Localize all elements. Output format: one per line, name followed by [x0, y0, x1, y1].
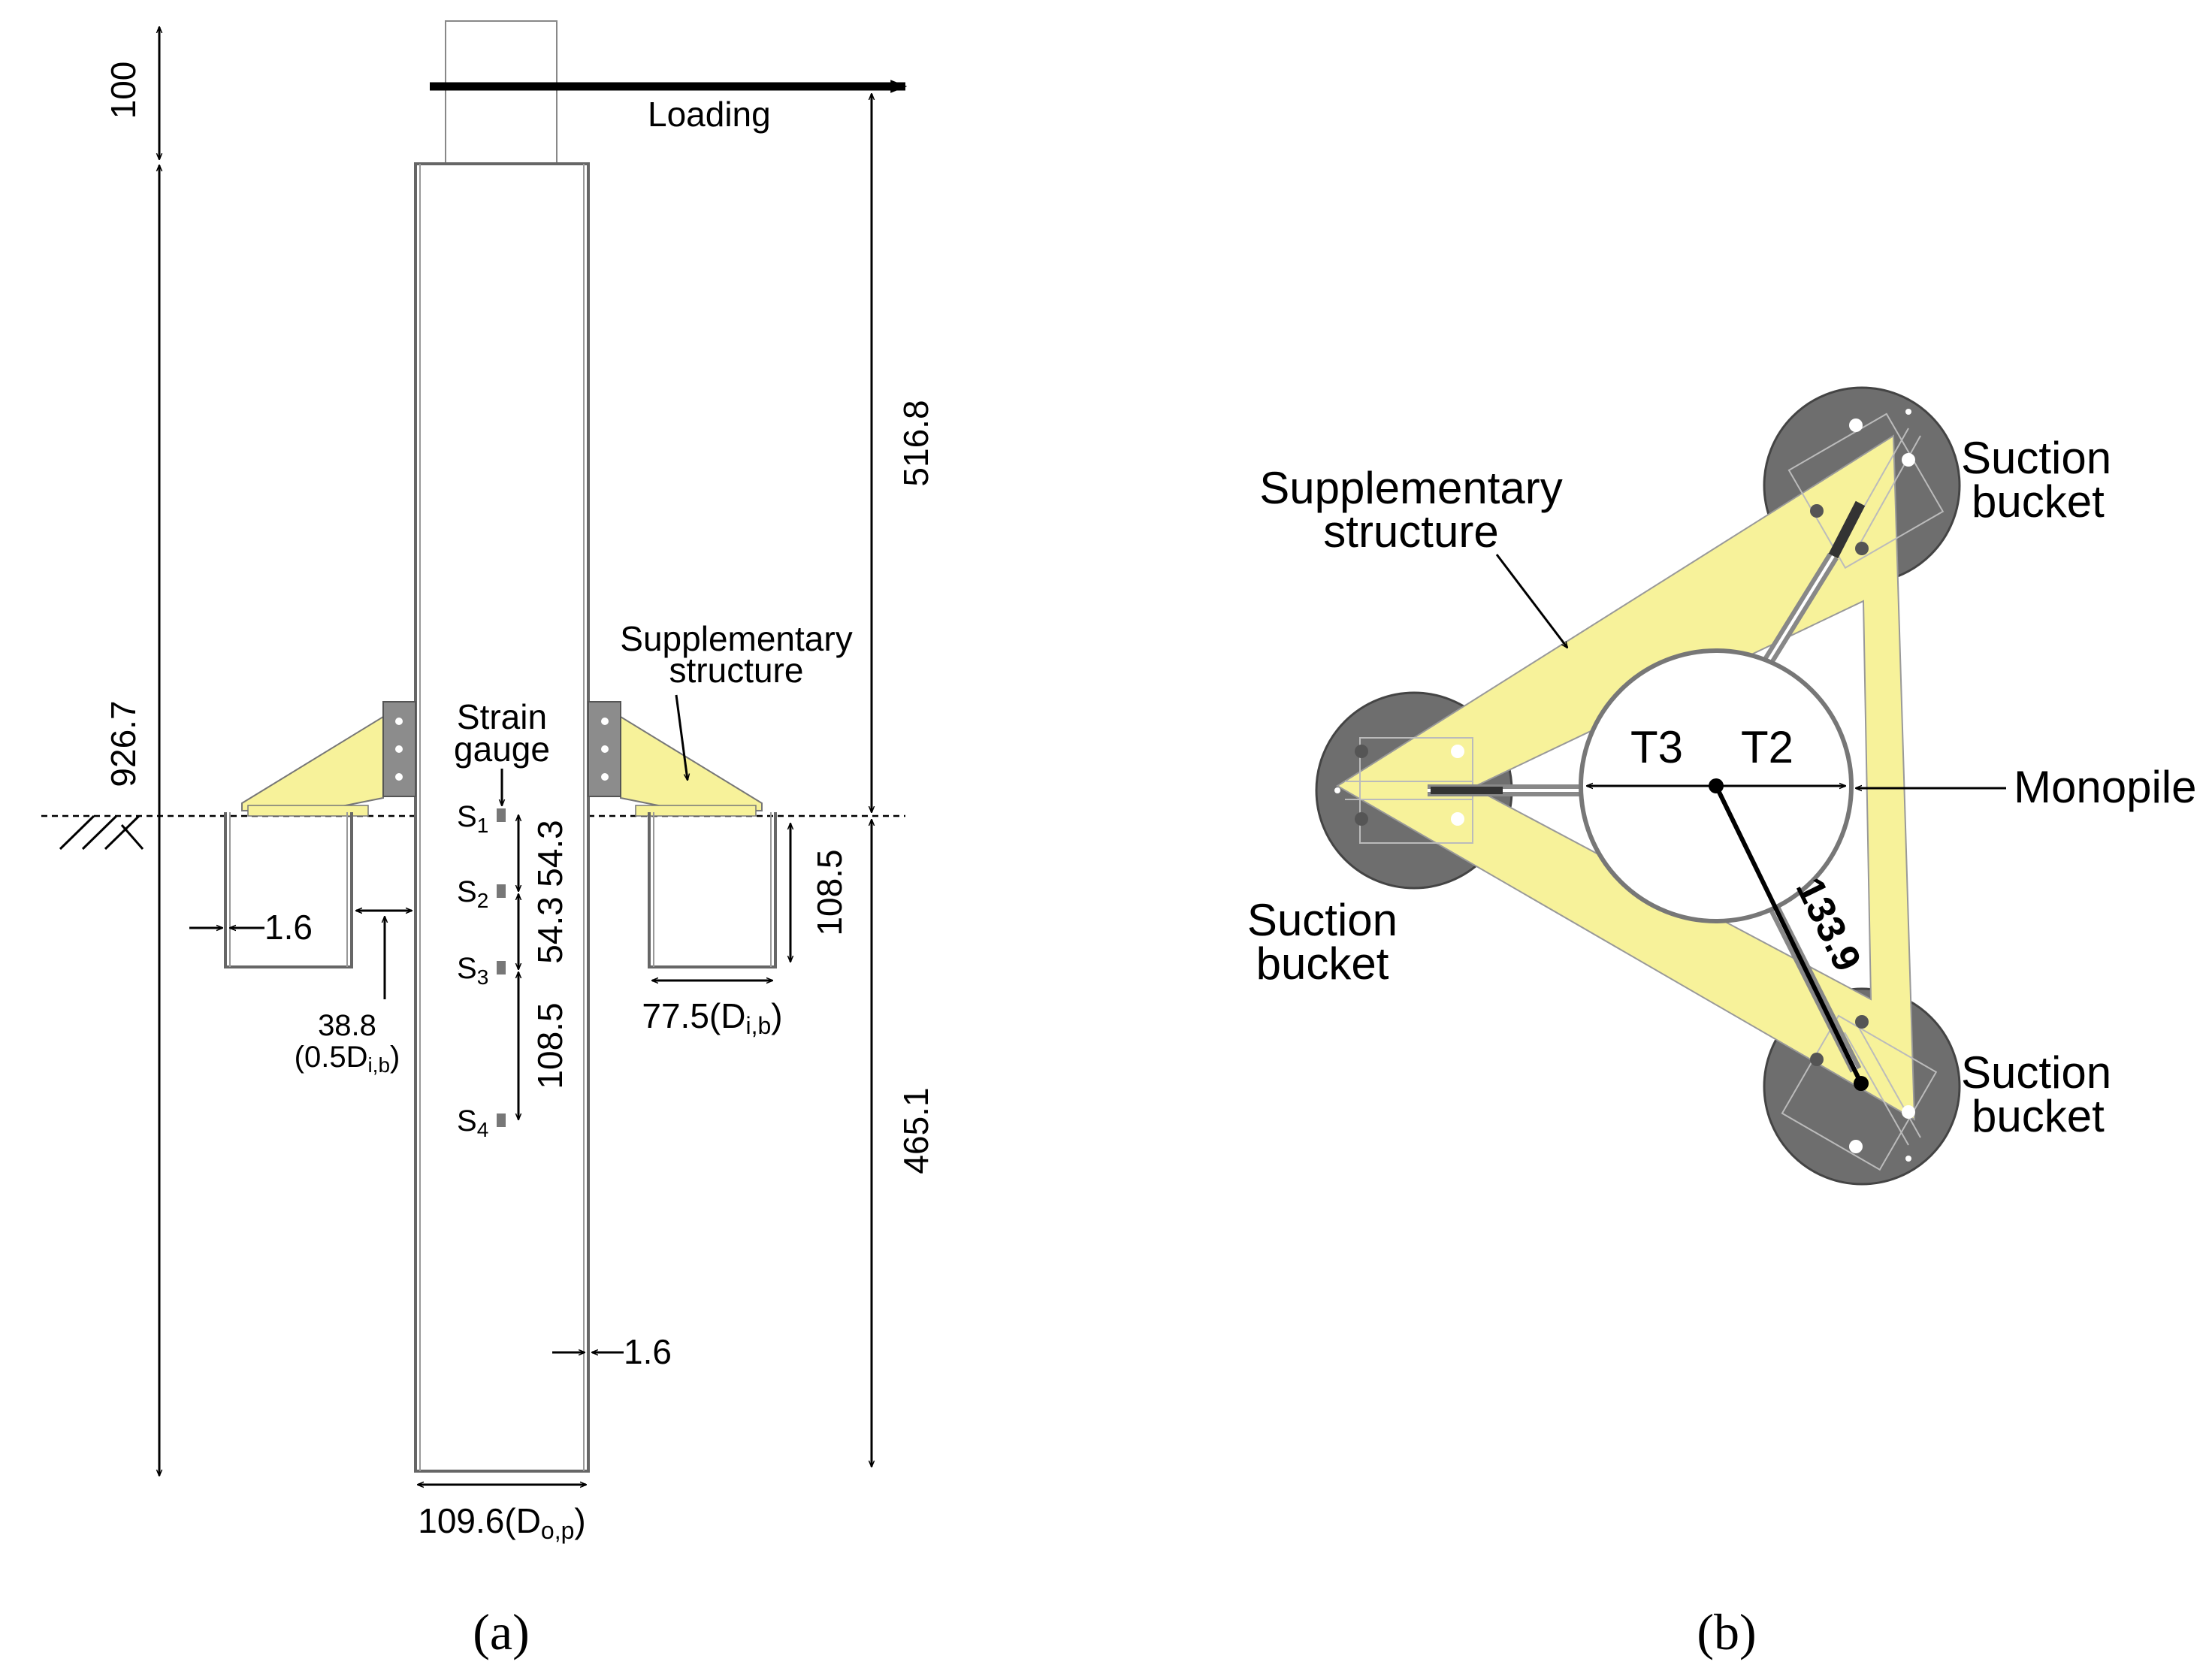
- dim-bucket-gap: 38.8: [318, 1009, 376, 1042]
- dim-516: 516.8: [896, 400, 935, 486]
- bucket-holes: [1334, 409, 1915, 1162]
- dim-465: 465.1: [896, 1087, 935, 1174]
- dim-gauge-s1-s2: 54.3: [530, 820, 570, 887]
- supplementary-structure-left: [241, 715, 384, 812]
- supp-label-b: Supplementary: [1259, 463, 1563, 513]
- supp-arrow-b: [1495, 554, 1567, 648]
- bucket-label-bottom: Suction: [1961, 1047, 2111, 1098]
- supp-label-a-2: structure: [669, 651, 804, 690]
- supp-arrow-a: [675, 694, 687, 780]
- dim-pile-diameter: 109.6(Do,p): [418, 1501, 585, 1544]
- supp-label-a: Supplementary: [620, 619, 852, 658]
- gauge-s1: S1: [457, 800, 506, 837]
- gauge-s4: S4: [457, 1104, 506, 1141]
- gauge-s2: S2: [457, 875, 506, 912]
- dim-926: 926.7: [104, 700, 143, 787]
- dim-bucket-gap-note: (0.5Di,b): [295, 1041, 400, 1077]
- suction-bucket-right: [648, 812, 777, 968]
- svg-text:S4: S4: [457, 1104, 488, 1141]
- panel-a: Loading 100 926.7 516.8 465.1 108.5: [41, 20, 935, 1660]
- strain-gauge-label-2: gauge: [454, 730, 550, 769]
- svg-text:S3: S3: [457, 952, 488, 989]
- dim-100: 100: [104, 62, 143, 119]
- bucket-label-top: Suction: [1961, 433, 2111, 483]
- loading-label: Loading: [648, 95, 771, 134]
- bucket-label-left: Suction: [1247, 895, 1398, 945]
- bucket-label-left-2: bucket: [1256, 938, 1389, 989]
- radius-line: [1714, 784, 1863, 1085]
- svg-text:S1: S1: [457, 800, 488, 837]
- panel-b: T3 T2 133.9 Monopile Supplementary struc…: [1247, 386, 2197, 1660]
- dim-bucket-depth: 108.5: [810, 849, 849, 935]
- bucket-label-top-2: bucket: [1972, 476, 2105, 527]
- t3-label: T3: [1630, 722, 1683, 772]
- dim-gauge-s3-s4: 108.5: [530, 1002, 570, 1089]
- dim-pile-wall: 1.6: [624, 1332, 672, 1371]
- dim-bucket-wall: 1.6: [264, 908, 313, 947]
- bucket-center: [1854, 1076, 1869, 1091]
- ground-hatch: [59, 814, 144, 851]
- bucket-label-bottom-2: bucket: [1972, 1091, 2105, 1141]
- dim-gauge-s2-s3: 54.3: [530, 896, 570, 964]
- strain-gauge-label: Strain: [457, 697, 547, 736]
- dim-bucket-diameter: 77.5(Di,b): [642, 996, 782, 1039]
- suction-bucket-left: [224, 812, 353, 968]
- gauge-s3: S3: [457, 952, 506, 989]
- loading-cap: [445, 20, 558, 165]
- supplementary-structure-right: [620, 715, 763, 812]
- monopile-label: Monopile: [2014, 762, 2197, 812]
- caption-b: (b): [1697, 1603, 1756, 1660]
- svg-text:S2: S2: [457, 875, 488, 912]
- t2-label: T2: [1741, 722, 1793, 772]
- caption-a: (a): [473, 1603, 529, 1660]
- supp-label-b-2: structure: [1323, 506, 1498, 557]
